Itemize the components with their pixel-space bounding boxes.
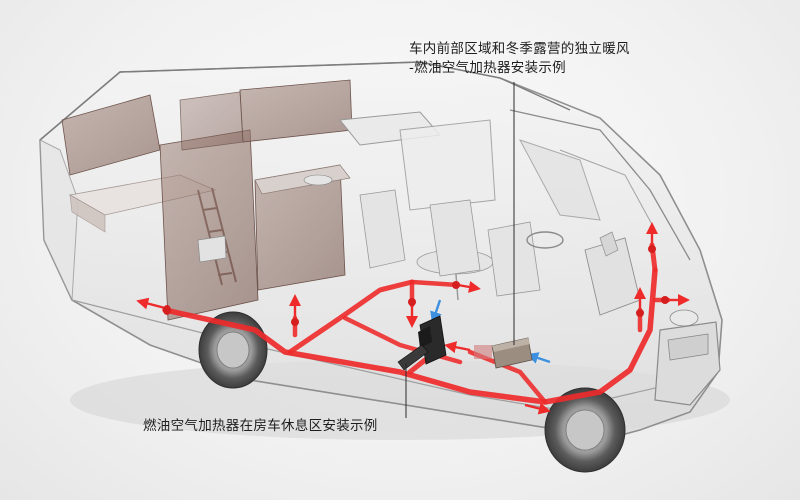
- rest-heater-caption-text: 燃油空气加热器在房车休息区安装示例: [143, 418, 378, 434]
- front-heater-caption-line2: -燃油空气加热器安装示例: [409, 60, 566, 76]
- intake-rear-heater-arrow: [430, 299, 442, 324]
- front-heater-caption: 车内前部区域和冬季露营的独立暖风 -燃油空气加热器安装示例: [409, 40, 630, 78]
- outlet-front-unit-arrow: [444, 341, 471, 354]
- intake-front-heater-arrow: [526, 352, 551, 364]
- hot-air-outlets: [136, 222, 690, 415]
- outlet-rear-arrow: [136, 297, 166, 310]
- front-area-heater-unit: [474, 337, 533, 369]
- front-wheel: [544, 387, 626, 473]
- outlet-nozzles: [163, 245, 669, 326]
- interior-furniture: [61, 79, 641, 321]
- cold-air-intakes: [430, 299, 551, 364]
- rest-area-heater-unit: [397, 315, 447, 371]
- rest-heater-caption: 燃油空气加热器在房车休息区安装示例: [143, 417, 378, 436]
- front-heater-caption-line1: 车内前部区域和冬季露营的独立暖风: [409, 41, 630, 57]
- outlet-seat-arrow: [457, 281, 481, 293]
- outlet-floor-front-arrow: [524, 402, 551, 415]
